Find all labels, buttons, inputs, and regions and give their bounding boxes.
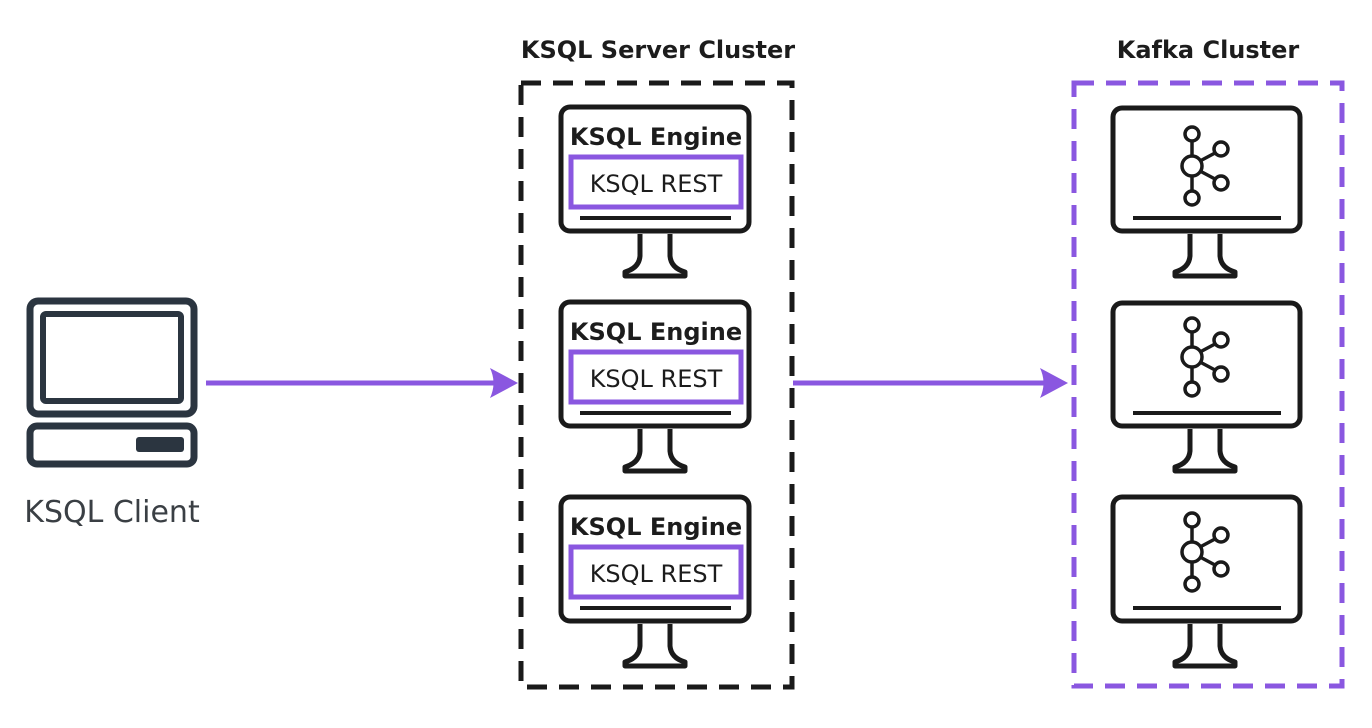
- ksql-rest-label: KSQL REST: [590, 170, 723, 198]
- ksql-rest-box: [568, 349, 744, 405]
- client-label: KSQL Client: [24, 495, 200, 530]
- arrow-client-to-ksql: [206, 368, 518, 398]
- ksql-server-node: KSQL Engine KSQL REST: [558, 299, 752, 471]
- ksql-rest-label: KSQL REST: [590, 560, 723, 588]
- ksql-cluster-boundary: [518, 80, 795, 690]
- ksql-engine-label: KSQL Engine: [570, 123, 742, 151]
- kafka-broker-node: [1110, 105, 1303, 276]
- ksql-rest-box: [568, 544, 744, 600]
- kafka-broker-node: [1110, 494, 1303, 666]
- desktop-computer-icon: [26, 297, 198, 468]
- ksql-rest-label: KSQL REST: [590, 365, 723, 393]
- ksql-engine-label: KSQL Engine: [570, 513, 742, 541]
- kafka-cluster-title: Kafka Cluster: [1117, 36, 1300, 64]
- ksql-rest-box: [568, 154, 744, 210]
- kafka-cluster: Kafka Cluster: [1071, 36, 1345, 689]
- arrow-ksql-to-kafka: [793, 368, 1068, 398]
- ksql-server-cluster: KSQL Server Cluster KSQL Engine KSQL RES…: [518, 36, 795, 690]
- ksql-client: KSQL Client: [24, 297, 200, 530]
- ksql-server-node: KSQL Engine KSQL REST: [558, 104, 752, 276]
- ksql-server-node: KSQL Engine KSQL REST: [558, 494, 752, 666]
- ksql-cluster-title: KSQL Server Cluster: [521, 36, 795, 64]
- kafka-broker-node: [1110, 300, 1303, 471]
- kafka-cluster-boundary: [1071, 80, 1345, 689]
- ksql-engine-label: KSQL Engine: [570, 318, 742, 346]
